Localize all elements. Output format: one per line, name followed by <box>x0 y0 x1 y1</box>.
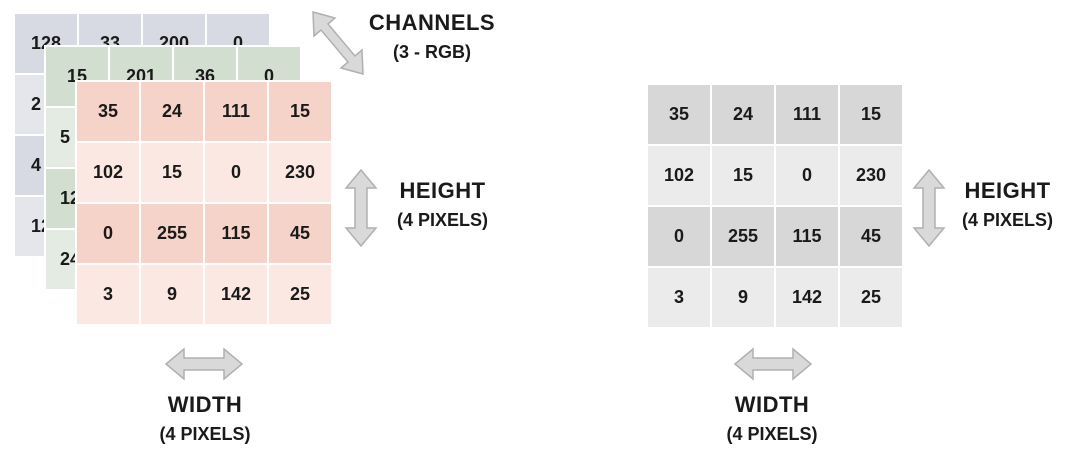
partial-pixel-value: 5 <box>60 127 71 147</box>
pixel-cell: 142 <box>776 268 838 327</box>
pixel-cell: 255 <box>141 204 203 263</box>
partial-pixel-value: 4 <box>31 155 42 175</box>
pixel-cell: 24 <box>712 85 774 144</box>
pixel-cell: 230 <box>269 143 331 202</box>
pixel-cell: 3 <box>648 268 710 327</box>
pixel-cell: 35 <box>648 85 710 144</box>
pixel-cell: 0 <box>648 207 710 266</box>
pixel-cell: 115 <box>776 207 838 266</box>
rgb-height-title: HEIGHT <box>399 178 486 203</box>
gray-width-subtitle: (4 PIXELS) <box>726 424 818 444</box>
pixel-cell: 45 <box>269 204 331 263</box>
pixel-cell: 24 <box>141 82 203 141</box>
pixel-cell: 15 <box>269 82 331 141</box>
pixel-cell: 35 <box>77 82 139 141</box>
partial-pixel-value: 2 <box>31 94 42 114</box>
rgb-height-subtitle: (4 PIXELS) <box>396 210 489 230</box>
rgb-width-title: WIDTH <box>167 392 243 417</box>
channels-label: CHANNELS (3 - RGB) <box>362 10 502 63</box>
pixel-cell: 0 <box>776 146 838 205</box>
gray-height-title: HEIGHT <box>964 178 1051 203</box>
gray-width-label: WIDTH (4 PIXELS) <box>712 392 832 445</box>
pixel-cell: 0 <box>205 143 267 202</box>
pixel-cell: 111 <box>205 82 267 141</box>
pixel-cell: 102 <box>648 146 710 205</box>
pixel-cell: 142 <box>205 265 267 324</box>
channels-title: CHANNELS <box>368 10 496 35</box>
pixel-cell: 0 <box>77 204 139 263</box>
pixel-cell: 255 <box>712 207 774 266</box>
rgb-width-label: WIDTH (4 PIXELS) <box>145 392 265 445</box>
gray-height-subtitle: (4 PIXELS) <box>961 210 1054 230</box>
gray-width-arrow-icon <box>733 347 813 381</box>
rgb-width-subtitle: (4 PIXELS) <box>159 424 251 444</box>
pixel-cell: 230 <box>840 146 902 205</box>
pixel-cell: 102 <box>77 143 139 202</box>
pixel-cell: 15 <box>712 146 774 205</box>
pixel-cell: 111 <box>776 85 838 144</box>
pixel-cell: 25 <box>840 268 902 327</box>
pixel-cell: 9 <box>141 265 203 324</box>
rgb-width-arrow-icon <box>164 347 244 381</box>
gray-height-label: HEIGHT (4 PIXELS) <box>950 178 1065 231</box>
channels-arrow-icon <box>312 11 364 75</box>
rgb-height-arrow-icon <box>344 168 378 248</box>
pixel-cell: 3 <box>77 265 139 324</box>
pixel-cell: 15 <box>141 143 203 202</box>
gray-height-arrow-icon <box>912 168 946 248</box>
channels-subtitle: (3 - RGB) <box>393 42 471 62</box>
pixel-cell: 9 <box>712 268 774 327</box>
pixel-cell: 45 <box>840 207 902 266</box>
gray-width-title: WIDTH <box>734 392 810 417</box>
rgb-height-label: HEIGHT (4 PIXELS) <box>385 178 500 231</box>
pixel-cell: 15 <box>840 85 902 144</box>
pixel-cell: 25 <box>269 265 331 324</box>
pixel-cell: 115 <box>205 204 267 263</box>
